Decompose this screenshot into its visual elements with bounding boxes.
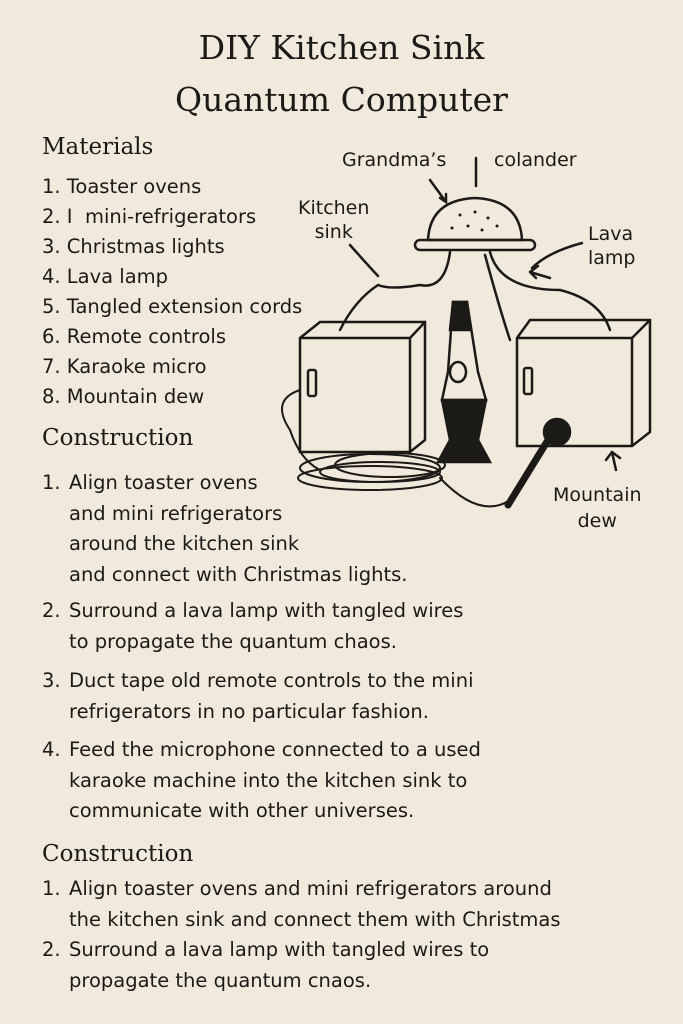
list-item: 1. Toaster ovens [42, 175, 202, 198]
step-text: Surround a lava lamp with tangled wires … [69, 938, 490, 992]
step-number: 2. [42, 599, 61, 622]
step-item: 3. Duct tape old remote controls to the m… [42, 666, 481, 727]
title-line-2: Quantum Computer [175, 80, 508, 119]
arrow-grandmas [428, 178, 448, 205]
list-item: 3. Christmas lights [42, 235, 225, 258]
label-colander: colander [494, 149, 577, 171]
step-text: Align toaster ovens and mini refrigerato… [69, 471, 408, 586]
materials-list: 1. Toaster ovens 2. I mini-refrigerators… [42, 172, 302, 412]
arrow-sink [348, 243, 380, 278]
list-item: 8. Mountain dew [42, 385, 205, 408]
colander-icon [426, 196, 524, 242]
step-item: 4. Feed the microphone connected to a use… [42, 735, 481, 827]
microphone-icon [504, 436, 552, 509]
label-mountain-dew: Mountain dew [553, 484, 642, 532]
arrow-lava-line [530, 241, 584, 270]
list-item: 7. Karaoke micro [42, 355, 207, 378]
step-item: 1. Align toaster ovens and mini refrigera… [42, 874, 561, 935]
arrow-dew [604, 450, 622, 472]
step-number: 1. [42, 877, 61, 900]
construction-steps-2: 1. Align toaster ovens and mini refrigera… [42, 874, 561, 996]
list-item: 2. I mini-refrigerators [42, 205, 257, 228]
materials-heading: Materials [42, 134, 154, 160]
list-item: 5. Tangled extension cords [42, 295, 303, 318]
step-number: 2. [42, 938, 61, 961]
step-item: 1. Align toaster ovens and mini refrigera… [42, 468, 481, 590]
list-item: 6. Remote controls [42, 325, 226, 348]
page-title: DIY Kitchen Sink Quantum Computer [0, 22, 683, 126]
label-kitchen-sink: Kitchen sink [298, 197, 370, 243]
label-lava-lamp: Lava lamp [588, 223, 636, 269]
step-text: Feed the microphone connected to a used … [69, 738, 481, 822]
list-item: 4. Lava lamp [42, 265, 169, 288]
step-item: 2. Surround a lava lamp with tangled wire… [42, 596, 481, 657]
construction-steps: 1. Align toaster ovens and mini refrigera… [42, 468, 481, 827]
step-item: 2. Surround a lava lamp with tangled wire… [42, 935, 561, 996]
step-text: Align toaster ovens and mini refrigerato… [69, 877, 561, 931]
kitchen-sink-illustration [281, 156, 652, 509]
mini-fridge-left [298, 320, 427, 454]
step-text: Duct tape old remote controls to the min… [69, 669, 474, 723]
arrow-lava [528, 264, 552, 280]
label-grandmas: Grandma’s [342, 149, 447, 171]
construction-heading-2: Construction [42, 841, 194, 867]
step-text: Surround a lava lamp with tangled wires … [69, 599, 464, 653]
construction-heading: Construction [42, 425, 194, 451]
tangled-cords-icon [281, 389, 511, 508]
step-number: 4. [42, 738, 61, 761]
step-number: 3. [42, 669, 61, 692]
mini-fridge-right [515, 318, 652, 448]
title-line-1: DIY Kitchen Sink [198, 28, 485, 67]
step-number: 1. [42, 471, 61, 494]
christmas-lights [338, 250, 452, 332]
